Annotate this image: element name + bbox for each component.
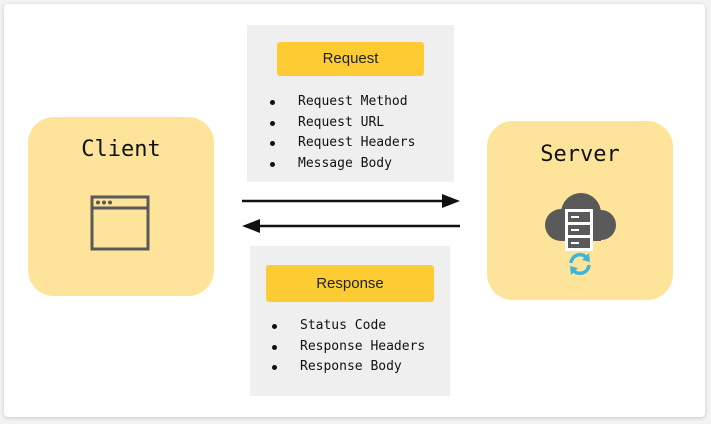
request-panel: Request Request Method Request URL Reque… — [247, 25, 454, 182]
list-item: Request URL — [270, 113, 415, 134]
response-arrow — [242, 219, 460, 233]
response-list: Status Code Response Headers Response Bo… — [272, 316, 425, 378]
list-item: Response Body — [272, 357, 425, 378]
client-node: Client — [28, 117, 214, 296]
bullet-icon — [272, 344, 277, 350]
list-item: Response Headers — [272, 337, 425, 358]
bullet-icon — [270, 100, 275, 105]
bullet-icon — [270, 161, 275, 167]
list-item: Request Headers — [270, 133, 415, 154]
request-label: Request — [277, 42, 424, 76]
bullet-icon — [270, 141, 275, 146]
request-list: Request Method Request URL Request Heade… — [270, 92, 415, 174]
bullet-icon — [272, 324, 277, 329]
response-label: Response — [266, 265, 434, 302]
client-title: Client — [81, 137, 161, 162]
list-item: Request Method — [270, 92, 415, 113]
server-title: Server — [540, 142, 620, 167]
server-node: Server — [487, 121, 673, 300]
response-panel: Response Status Code Response Headers Re… — [250, 246, 450, 396]
browser-window-icon — [90, 195, 150, 251]
list-item: Message Body — [270, 154, 415, 175]
request-arrow — [242, 194, 460, 208]
bullet-icon — [270, 120, 275, 126]
bullet-icon — [272, 365, 277, 370]
sync-icon — [569, 252, 591, 276]
list-item: Status Code — [272, 316, 425, 337]
cloud-server-icon — [545, 193, 616, 251]
